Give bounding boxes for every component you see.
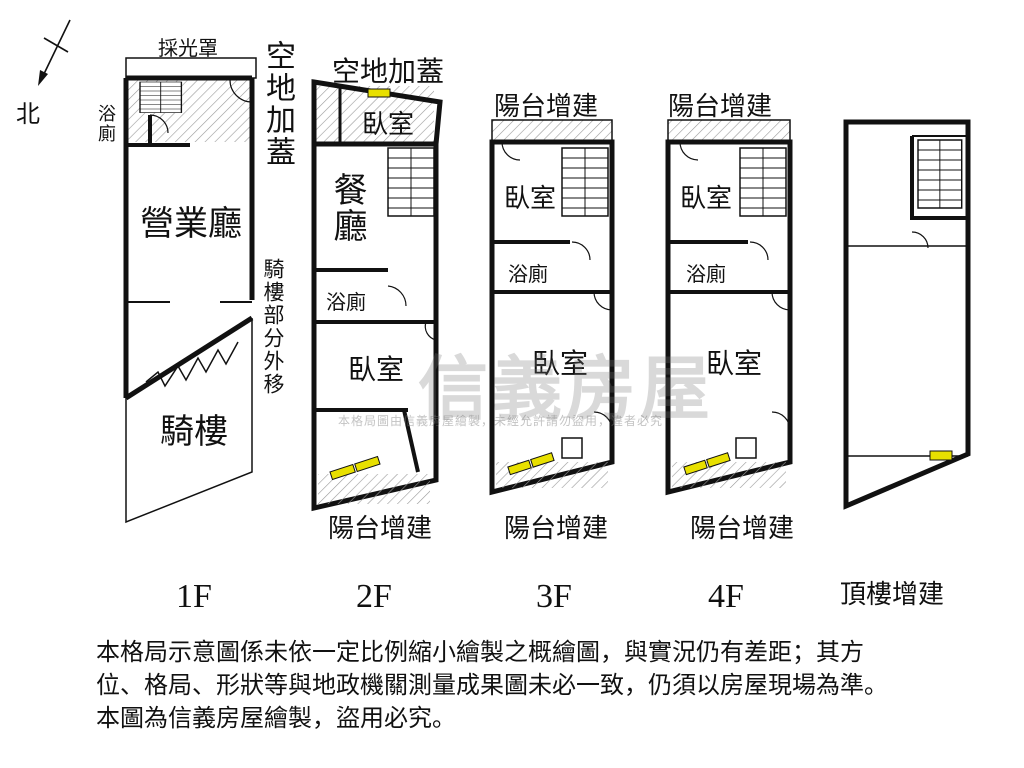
bathroom-label-4f: 浴廁 xyxy=(686,262,726,286)
bathroom-label-3f: 浴廁 xyxy=(508,262,548,286)
bathroom-label-2f: 浴廁 xyxy=(326,290,366,314)
bedroom-label-2f: 臥室 xyxy=(348,353,405,386)
floor-label-2f: 2F xyxy=(356,578,392,615)
north-label: 北 xyxy=(16,100,40,128)
arcade-shift-note: 騎樓部分外移 xyxy=(261,258,285,396)
bedroom-label-2f-top: 臥室 xyxy=(362,110,415,140)
watermark-brand: 信義房屋 xyxy=(418,348,714,430)
floor-4f xyxy=(665,119,793,496)
business-hall-label: 營業廳 xyxy=(140,204,242,244)
north-arrow-icon xyxy=(38,19,71,86)
skylight-label: 採光罩 xyxy=(158,36,218,60)
floor-label-4f: 4F xyxy=(708,578,744,615)
vacant-land-addition-label: 空地加蓋 xyxy=(260,40,295,168)
floor-label-roof: 頂樓增建 xyxy=(840,580,945,610)
bathroom-label-1f: 浴廁 xyxy=(95,104,116,144)
bedroom-label-3f-top: 臥室 xyxy=(504,184,557,214)
floor-label-3f: 3F xyxy=(536,578,572,615)
bedroom-label-4f-top: 臥室 xyxy=(680,184,733,214)
floor-roof xyxy=(843,119,971,510)
balcony-addition-label-2f: 陽台增建 xyxy=(328,514,433,544)
balcony-addition-label-4f-top: 陽台增建 xyxy=(668,92,773,122)
dining-room-label: 餐廳 xyxy=(327,172,367,244)
floor-1f xyxy=(123,57,257,524)
arcade-label: 騎樓 xyxy=(160,412,228,452)
balcony-addition-label-3f: 陽台增建 xyxy=(504,514,609,544)
vacant-land-addition-label-2f: 空地加蓋 xyxy=(332,55,445,88)
disclaimer-line-2: 位、格局、形狀等與地政機關測量成果圖未必一致，仍須以房屋現場為準。 xyxy=(96,671,888,699)
watermark-notice: 本格局圖由信義房屋繪製，未經允許請勿盜用，違者必究 xyxy=(338,414,664,428)
disclaimer-line-3: 本圖為信義房屋繪製，盜用必究。 xyxy=(96,704,456,732)
floor-label-1f: 1F xyxy=(176,578,212,615)
disclaimer: 本格局示意圖係未依一定比例縮小繪製之概繪圖，與實況仍有差距；其方 位、格局、形狀… xyxy=(96,636,1006,735)
floor-2f xyxy=(311,79,443,512)
balcony-addition-label-3f-top: 陽台增建 xyxy=(494,92,599,122)
disclaimer-line-1: 本格局示意圖係未依一定比例縮小繪製之概繪圖，與實況仍有差距；其方 xyxy=(96,638,864,666)
floor-3f xyxy=(489,119,615,496)
balcony-addition-label-4f: 陽台增建 xyxy=(690,514,795,544)
bedroom-label-3f: 臥室 xyxy=(532,347,589,380)
bedroom-label-4f: 臥室 xyxy=(706,347,763,380)
